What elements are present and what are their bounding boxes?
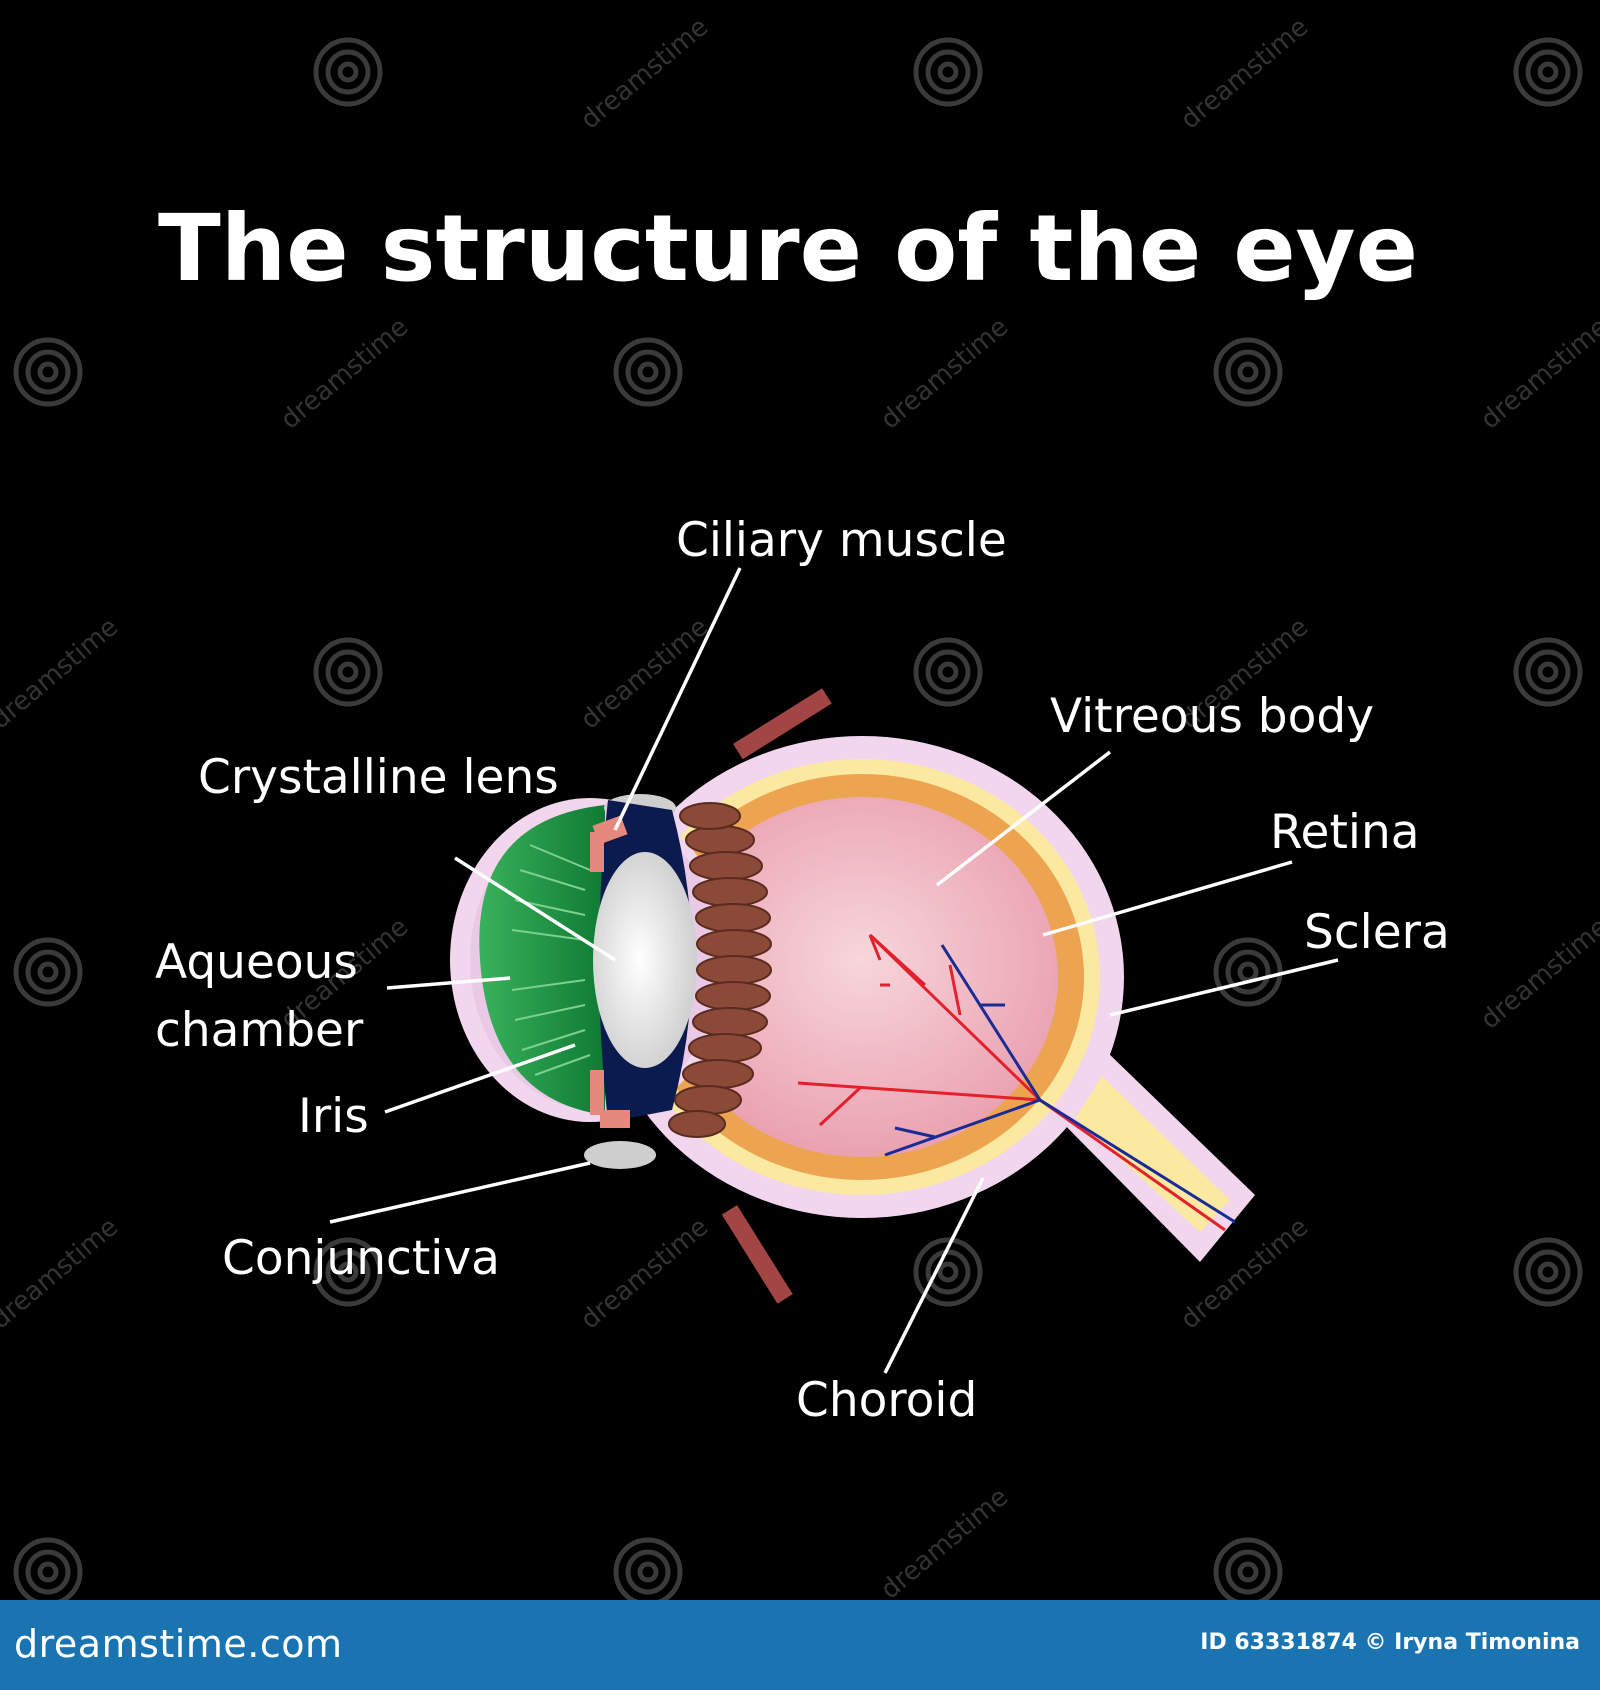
extraocular-muscle-bottom: [721, 1205, 793, 1304]
watermark-spiral-icon: [613, 1537, 683, 1607]
watermark-text: dreamstime: [575, 12, 714, 135]
watermark-spiral-icon: [13, 337, 83, 407]
conjunctiva-bottom: [584, 1141, 656, 1169]
labels: Ciliary muscle Crystalline lens Vitreous…: [155, 513, 1450, 1428]
watermark-text: dreamstime: [575, 612, 714, 735]
leader-iris: [384, 1043, 576, 1114]
leader-aqueous-chamber: [386, 976, 511, 990]
leader-crystalline-lens: [454, 856, 616, 962]
watermark-spiral-icon: [913, 1237, 983, 1307]
aqueous-chamber: [479, 805, 605, 1115]
label-vitreous-body: Vitreous body: [1050, 689, 1374, 744]
label-sclera: Sclera: [1304, 905, 1450, 960]
optic-nerve-core: [1045, 1055, 1230, 1232]
label-iris: Iris: [298, 1089, 369, 1144]
leader-retina: [1042, 860, 1293, 937]
leader-sclera: [1109, 958, 1339, 1017]
label-retina: Retina: [1270, 805, 1420, 860]
watermark-text: dreamstime: [0, 1212, 124, 1335]
blood-vessels-artery: [797, 933, 1226, 1232]
watermark-spiral-icon: [613, 337, 683, 407]
leader-choroid: [883, 1177, 985, 1374]
leader-lines: [329, 567, 1339, 1374]
iris-muscle-segments: [668, 802, 772, 1138]
watermark-spiral-icon: [13, 1537, 83, 1607]
watermark-spiral-icon: [1513, 37, 1583, 107]
watermark-text: dreamstime: [1475, 912, 1600, 1035]
watermark-spiral-icon: [1513, 1237, 1583, 1307]
watermark-text: dreamstime: [1175, 12, 1314, 135]
label-crystalline-lens: Crystalline lens: [198, 750, 559, 805]
page-title: The structure of the eye: [158, 195, 1418, 302]
watermark-spiral-icon: [13, 937, 83, 1007]
leader-vitreous-body: [935, 750, 1112, 887]
watermark-spiral-icon: [1513, 637, 1583, 707]
watermark-spiral-icon: [313, 1237, 383, 1307]
ciliary-muscle-patches: [590, 815, 630, 1128]
label-aqueous-line2: chamber: [155, 1003, 364, 1058]
watermark-spiral-icon: [1213, 937, 1283, 1007]
leader-conjunctiva: [329, 1161, 591, 1224]
label-aqueous-line1: Aqueous: [155, 935, 358, 990]
footer-logo: dreamstime.com: [14, 1622, 343, 1666]
crystalline-lens: [593, 852, 697, 1068]
footer-credit: ID 63331874 © Iryna Timonina: [1200, 1630, 1580, 1655]
watermark-text: dreamstime: [275, 312, 414, 435]
label-choroid: Choroid: [796, 1373, 977, 1428]
watermark-text: dreamstime: [875, 312, 1014, 435]
watermark-spiral-icon: [313, 37, 383, 107]
leader-ciliary-muscle: [613, 567, 742, 831]
label-ciliary-muscle: Ciliary muscle: [676, 513, 1007, 568]
watermark-footer: dreamstime.com ID 63331874 © Iryna Timon…: [0, 1600, 1600, 1690]
blood-vessels-vein: [884, 944, 1236, 1224]
eye-illustration: [450, 688, 1255, 1304]
watermark-text: dreamstime: [0, 612, 124, 735]
watermark-text: dreamstime: [575, 1212, 714, 1335]
watermark-spirals: [13, 37, 1583, 1607]
extraocular-muscle-top: [733, 688, 832, 760]
watermark-spiral-icon: [913, 37, 983, 107]
watermark-spiral-icon: [1213, 1537, 1283, 1607]
label-conjunctiva: Conjunctiva: [222, 1231, 500, 1286]
watermark-text: dreamstime: [875, 1482, 1014, 1605]
watermark-spiral-icon: [1213, 337, 1283, 407]
watermark-spiral-icon: [913, 637, 983, 707]
watermark-spiral-icon: [313, 637, 383, 707]
watermark-text: dreamstime: [1475, 312, 1600, 435]
